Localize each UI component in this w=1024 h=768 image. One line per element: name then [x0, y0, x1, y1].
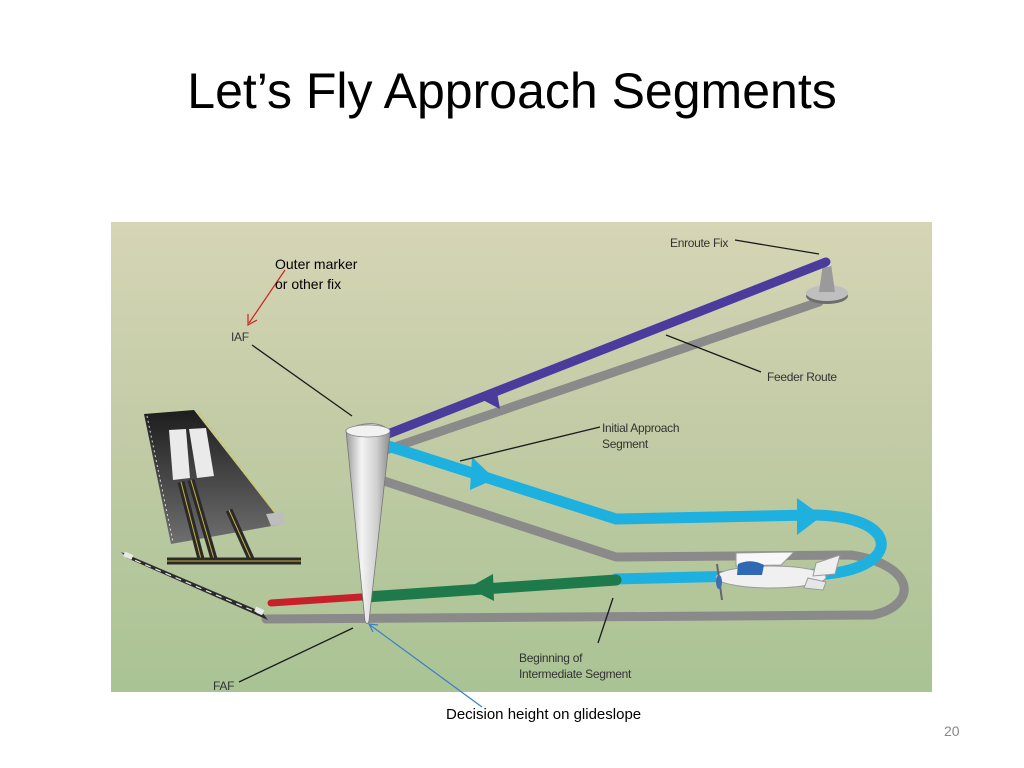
- taxiways-icon: [167, 479, 301, 565]
- runway-approach-icon: [121, 551, 268, 620]
- faf-label: FAF: [213, 679, 234, 692]
- iaf-label: IAF: [231, 330, 249, 344]
- enroute-fix-label: Enroute Fix: [670, 236, 728, 250]
- initial-approach-label-line1: Initial Approach: [602, 421, 679, 435]
- outer-marker-callout-line1: Outer marker: [275, 256, 358, 272]
- ground-track: [261, 297, 909, 624]
- runway-main-icon: [144, 410, 285, 544]
- intermediate-label-line1: Beginning of: [519, 651, 583, 665]
- feeder-route-label: Feeder Route: [767, 370, 837, 384]
- slide-number: 20: [944, 723, 960, 739]
- approach-segments-diagram: Enroute Fix Feeder Route IAF Initial App…: [111, 222, 932, 692]
- iaf-cone-icon: [345, 423, 391, 624]
- initial-approach-path: [382, 440, 887, 585]
- leader-lines: [238, 239, 820, 683]
- final-segment-path: [267, 593, 365, 607]
- feeder-route-path: [383, 257, 831, 439]
- airplane-icon: [715, 551, 841, 601]
- intermediate-label-line2: Intermediate Segment: [519, 667, 632, 681]
- diagram-canvas: Enroute Fix Feeder Route IAF Initial App…: [111, 222, 932, 692]
- decision-height-caption: Decision height on glideslope: [446, 706, 642, 723]
- outer-marker-callout-line2: or other fix: [275, 276, 342, 292]
- initial-approach-label-line2: Segment: [602, 437, 649, 451]
- outer-marker-callout: Outer marker or other fix: [275, 254, 357, 294]
- intermediate-segment-path: [360, 574, 622, 603]
- slide-title: Let’s Fly Approach Segments: [187, 63, 837, 119]
